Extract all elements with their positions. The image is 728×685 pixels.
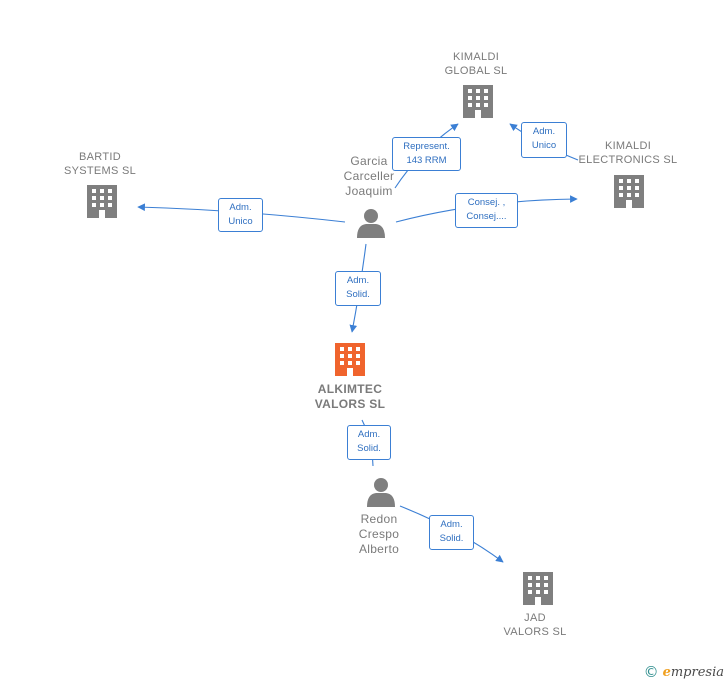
edge-label-garcia-alkimtec[interactable]: Adm. Solid. [335,271,381,306]
edge-label-garcia-electronics[interactable]: Consej. , Consej.... [455,193,518,228]
label-line: VALORS SL [314,397,386,411]
label-line: BARTID [79,151,121,163]
label-line: ALKIMTEC [317,382,383,396]
person-icon [357,209,385,238]
building-icon [614,175,644,208]
edge-label-line: Adm. [229,202,252,213]
node-kimaldi-global-label[interactable]: KIMALDI GLOBAL SL [418,50,534,78]
label-line: Redon [360,512,398,526]
edge-label-line: Adm. [346,275,370,286]
edge-label-electronics-kimaldi-global[interactable]: Adm. Unico [521,122,567,158]
edge-label-redon-alkimtec[interactable]: Adm. Solid. [347,425,391,460]
node-kimaldi-electronics-label[interactable]: KIMALDI ELECTRONICS SL [566,139,690,167]
edge-label-garcia-bartid[interactable]: Adm. Unico [218,198,263,232]
edge-label-line: Unico [228,216,253,227]
edge-label-line: Unico [531,140,557,151]
node-bartid-systems-label[interactable]: BARTID SYSTEMS SL [50,150,150,178]
label-line: Crespo [358,527,400,541]
node-alkimtec-valors-label[interactable]: ALKIMTEC VALORS SL [298,382,402,412]
edge-label-line: Represent. [403,141,450,152]
label-line: SYSTEMS SL [63,165,137,177]
label-line: GLOBAL SL [444,65,508,77]
person-icon [367,478,395,507]
label-line: KIMALDI [604,140,652,152]
edge-label-line: Consej. , [467,197,506,208]
edge-label-line: Solid. [346,289,370,300]
node-jad-valors-label[interactable]: JAD VALORS SL [488,611,582,639]
footer-branding: © empresia [644,663,724,681]
building-icon-main [335,343,365,376]
label-line: KIMALDI [452,51,500,63]
edge-label-line: 143 RRM [406,155,447,166]
label-line: VALORS SL [503,626,567,638]
building-icon [523,572,553,605]
label-line: Carceller [343,169,395,183]
label-line: JAD [524,612,546,624]
brand-initial: e [662,664,671,680]
node-redon-label[interactable]: Redon Crespo Alberto [336,512,422,557]
label-line: Garcia [350,154,388,168]
label-line: Alberto [358,542,400,556]
brand-rest: mpresia [670,664,724,680]
edge-label-line: Adm. [532,126,556,137]
label-line: ELECTRONICS SL [578,154,678,166]
label-line: Joaquim [345,184,393,198]
edge-label-line: Adm. [357,429,381,440]
node-garcia-label[interactable]: Garcia Carceller Joaquim [326,154,412,199]
edge-label-line: Consej.... [466,211,507,222]
copyright-icon: © [643,663,659,681]
building-icon [463,85,493,118]
building-icon [87,185,117,218]
edge-label-redon-jad[interactable]: Adm. Solid. [429,515,474,550]
edge-label-garcia-kimaldi-global[interactable]: Represent. 143 RRM [392,137,461,171]
edge-label-line: Adm. [440,519,463,530]
brand-logo: empresia [663,665,724,680]
edge-label-line: Solid. [439,533,464,544]
edge-label-line: Solid. [357,443,381,454]
